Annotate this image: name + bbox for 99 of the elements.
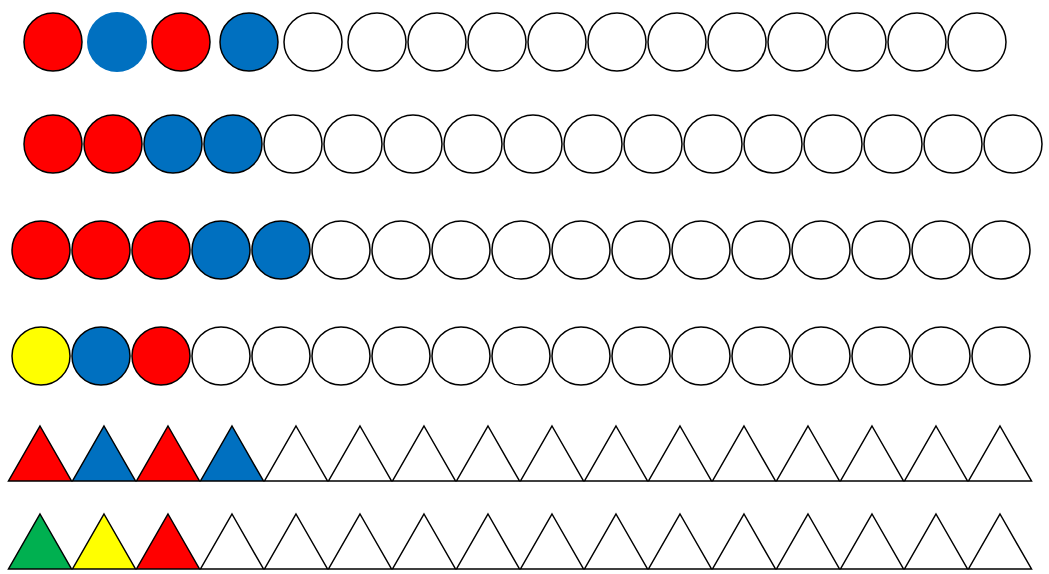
triangle [8,425,72,482]
triangle [8,513,72,570]
triangle [776,513,840,570]
circle [587,12,647,72]
circle [311,326,371,386]
circle [947,12,1007,72]
circle [191,220,251,280]
circle [131,220,191,280]
circle [23,114,83,174]
circle [23,12,83,72]
circle [83,114,143,174]
triangle [136,425,200,482]
triangle [520,513,584,570]
circle [347,12,407,72]
circle [71,326,131,386]
circle [923,114,983,174]
circle [251,220,311,280]
circle [503,114,563,174]
circle [311,220,371,280]
triangle [584,425,648,482]
triangle [968,425,1032,482]
circle [623,114,683,174]
circle [971,326,1031,386]
circle [371,326,431,386]
circle [611,326,671,386]
circle [671,326,731,386]
triangle [200,513,264,570]
circle [671,220,731,280]
triangle [264,425,328,482]
circle [791,220,851,280]
circle [887,12,947,72]
circle [203,114,263,174]
triangle [392,425,456,482]
triangle [904,425,968,482]
circle [863,114,923,174]
circle [11,220,71,280]
circle [431,326,491,386]
triangle [776,425,840,482]
triangle [712,513,776,570]
triangle [712,425,776,482]
triangle [456,513,520,570]
triangle [264,513,328,570]
circle [767,12,827,72]
circle [851,326,911,386]
circle [971,220,1031,280]
circle [611,220,671,280]
triangle [648,513,712,570]
circle [491,326,551,386]
circle [371,220,431,280]
circle [251,326,311,386]
circle [791,326,851,386]
circle [551,220,611,280]
circle [283,12,343,72]
circle [731,326,791,386]
circle [71,220,131,280]
circle [467,12,527,72]
circle [491,220,551,280]
circle [911,220,971,280]
circle [827,12,887,72]
circle [263,114,323,174]
triangle [328,513,392,570]
circle [683,114,743,174]
circle [851,220,911,280]
circle [707,12,767,72]
triangle [904,513,968,570]
triangle [648,425,712,482]
circle [551,326,611,386]
circle [563,114,623,174]
circle [527,12,587,72]
circle [11,326,71,386]
circle [983,114,1043,174]
triangle [584,513,648,570]
triangle [72,513,136,570]
triangle [392,513,456,570]
triangle [328,425,392,482]
triangle [840,513,904,570]
circle [191,326,251,386]
circle [383,114,443,174]
triangle [840,425,904,482]
circle [87,12,147,72]
circle [803,114,863,174]
circle [407,12,467,72]
triangle [72,425,136,482]
circle [431,220,491,280]
circle [443,114,503,174]
circle [131,326,191,386]
circle [731,220,791,280]
triangle [968,513,1032,570]
circle [743,114,803,174]
triangle [200,425,264,482]
circle [143,114,203,174]
circle [219,12,279,72]
circle [647,12,707,72]
triangle [136,513,200,570]
circle [323,114,383,174]
triangle [520,425,584,482]
circle [911,326,971,386]
circle [151,12,211,72]
triangle [456,425,520,482]
